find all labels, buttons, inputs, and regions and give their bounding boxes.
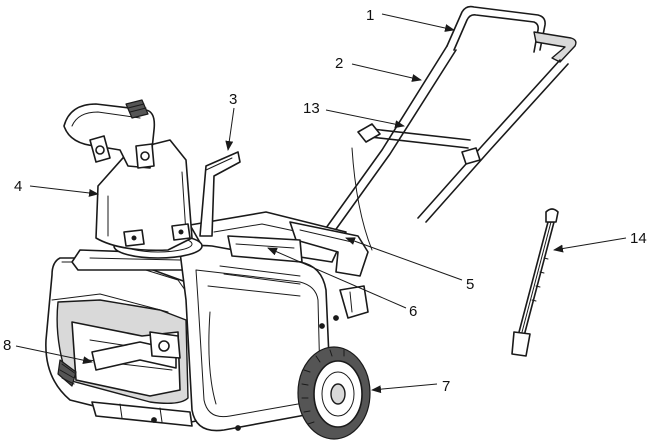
callout-14: 14 bbox=[630, 230, 647, 247]
auger-tool bbox=[512, 209, 558, 356]
callout-1: 1 bbox=[366, 7, 374, 24]
callout-2: 2 bbox=[335, 55, 343, 72]
callout-8: 8 bbox=[3, 337, 11, 354]
callout-5: 5 bbox=[466, 276, 474, 293]
callout-7: 7 bbox=[442, 378, 450, 395]
callout-4: 4 bbox=[14, 178, 22, 195]
callout-13: 13 bbox=[303, 100, 320, 117]
handle-assembly bbox=[326, 7, 576, 250]
callout-6: 6 bbox=[409, 303, 417, 320]
wheel bbox=[298, 347, 370, 439]
callout-3: 3 bbox=[229, 91, 237, 108]
